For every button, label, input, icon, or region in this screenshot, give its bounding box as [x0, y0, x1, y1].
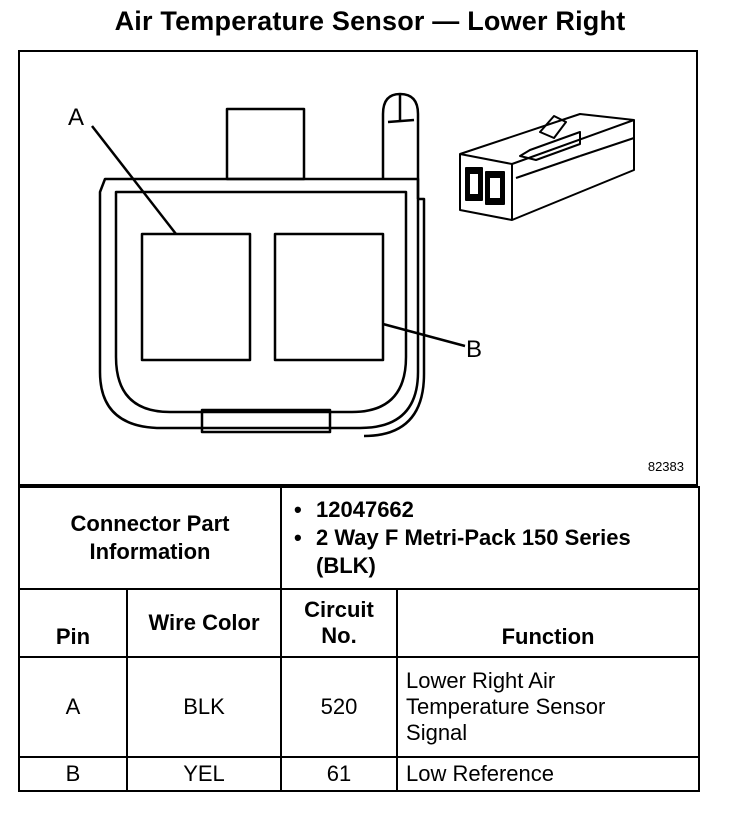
cell-function: Low Reference — [396, 756, 701, 792]
connector-diagram: A B 82383 — [18, 50, 698, 486]
col-header-wire-color: Wire Color — [125, 588, 283, 658]
table-row: A BLK 520 Lower Right Air Temperature Se… — [18, 656, 701, 758]
cell-circuit-no: 520 — [280, 656, 399, 758]
cell-wire-color: BLK — [125, 656, 283, 758]
connector-info-label: Connector Part Information — [17, 486, 283, 590]
connector-table: Connector Part Information 12047662 2 Wa… — [17, 486, 701, 792]
col-header-function: Function — [396, 588, 701, 658]
latch-tab — [225, 107, 306, 181]
col-header-pin: Pin — [18, 588, 128, 658]
table-row: B YEL 61 Low Reference — [18, 756, 701, 792]
connector-info-values: 12047662 2 Way F Metri-Pack 150 Series (… — [280, 486, 701, 590]
bottom-tab — [200, 408, 332, 434]
table-header-row: Pin Wire Color Circuit No. Function — [18, 588, 701, 658]
connector-part-number: 12047662 — [290, 496, 690, 524]
leader-line-a — [91, 125, 177, 235]
connector-iso-view — [459, 113, 635, 221]
connector-info-row: Connector Part Information 12047662 2 Wa… — [17, 486, 701, 590]
connector-outer-body — [98, 177, 420, 430]
cell-pin: A — [18, 656, 128, 758]
figure-id: 82383 — [647, 459, 684, 474]
col-header-circuit-no: Circuit No. — [280, 588, 399, 658]
connector-drawing — [91, 92, 635, 438]
cell-wire-color: YEL — [125, 756, 283, 792]
cavity-a — [140, 232, 252, 362]
cell-circuit-no: 61 — [280, 756, 399, 792]
leader-line-b — [382, 322, 466, 348]
cell-function: Lower Right Air Temperature Sensor Signa… — [396, 656, 701, 758]
connector-inner-body — [114, 190, 408, 414]
connector-type: 2 Way F Metri-Pack 150 Series (BLK) — [290, 524, 690, 580]
cavity-b — [273, 232, 385, 362]
page-title: Air Temperature Sensor — Lower Right — [114, 6, 626, 36]
pin-label-b: B — [466, 336, 483, 363]
pin-label-a: A — [68, 104, 85, 131]
cell-pin: B — [18, 756, 128, 792]
